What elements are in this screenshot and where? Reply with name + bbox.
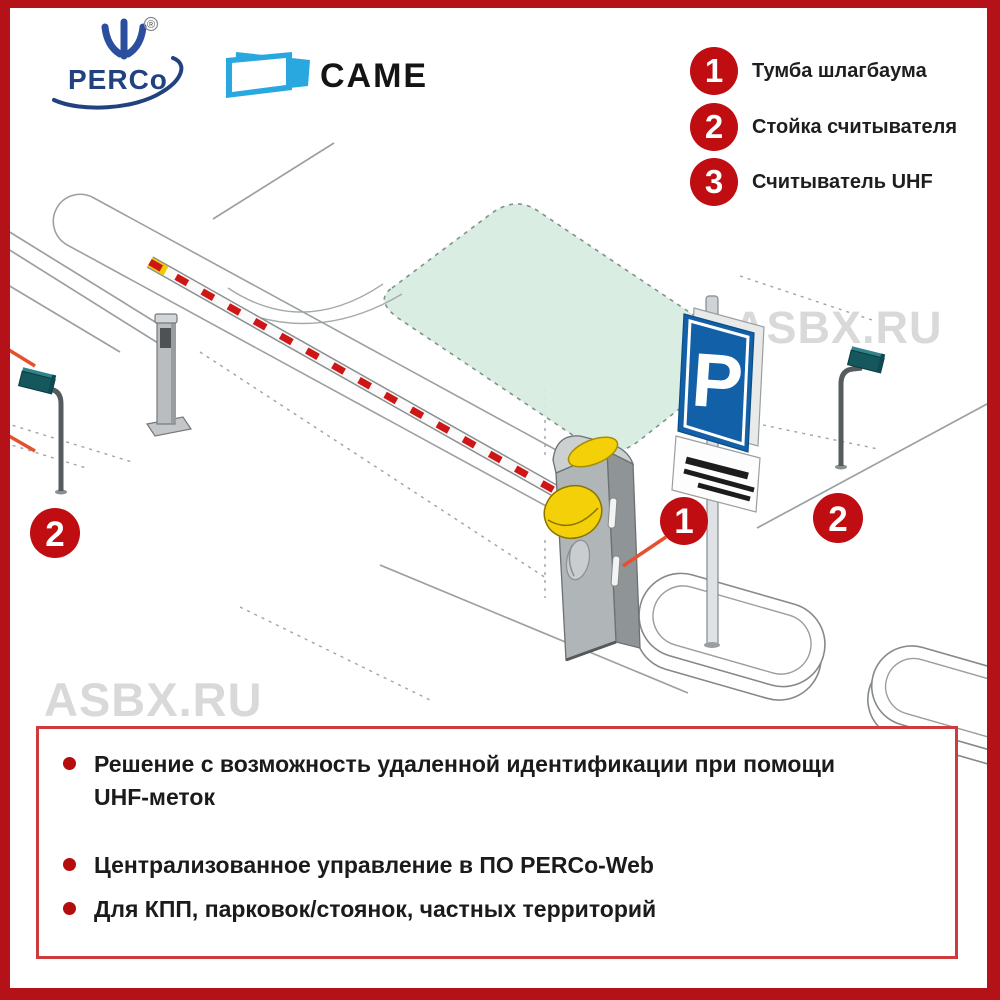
guide-lines [4, 275, 879, 701]
traffic-island [634, 572, 826, 701]
legend-item-1: 1 Тумба шлагбаума [690, 47, 927, 95]
legend-badge-2: 2 [690, 103, 738, 151]
parking-sign-face [677, 313, 755, 453]
uhf-reader-right-icon [846, 346, 886, 374]
watermark-bottom: ASBX.RU [44, 673, 263, 726]
legend-label-2: Стойка считывателя [752, 115, 958, 138]
cabinet-lamp [567, 436, 619, 468]
feature-text-3: Для КПП, парковок/стоянок, частных терри… [94, 896, 657, 922]
perco-symbol-icon [101, 18, 147, 60]
perco-wordmark: PERCo [68, 64, 168, 95]
marker-2-right: 2 [813, 493, 863, 543]
legend-item-3: 3 Считыватель UHF [690, 158, 933, 206]
bullet-icon [63, 858, 76, 871]
parking-sign-letter: P [689, 337, 746, 425]
legend-badge-1: 1 [690, 47, 738, 95]
boom-red-stripes [148, 258, 577, 506]
uhf-reader-left-icon [17, 367, 57, 395]
legend-number-1: 1 [704, 52, 724, 89]
legend-number-3: 3 [704, 163, 724, 200]
legend-label-1: Тумба шлагбаума [752, 59, 927, 82]
callout-leaders [8, 348, 667, 568]
legend-number-2: 2 [704, 108, 724, 145]
svg-text:2: 2 [45, 515, 64, 554]
svg-text:2: 2 [828, 500, 847, 539]
bullet-icon [63, 902, 76, 915]
bullet-icon [63, 757, 76, 770]
legend-badge-3: 3 [690, 158, 738, 206]
features-box: Решение с возможность удаленной идентифи… [36, 726, 958, 959]
feature-text-1: Решение с возможность удаленной идентифи… [94, 751, 836, 810]
came-wordmark: CAME [320, 57, 428, 95]
marker-1-cabinet: 1 [660, 497, 708, 545]
feature-item-3: Для КПП, парковок/стоянок, частных терри… [63, 893, 874, 926]
perco-swoosh [52, 56, 184, 110]
legend-item-2: 2 Стойка считывателя [690, 103, 957, 151]
feature-item-2: Централизованное управление в ПО PERCo-W… [63, 849, 874, 882]
came-logo: CAME [218, 42, 428, 104]
svg-text:1: 1 [674, 502, 693, 541]
came-flag-icon [226, 52, 310, 98]
reader-stand-right [835, 346, 886, 470]
perco-logo: ® PERCo [46, 12, 202, 118]
sign-info-plate [671, 435, 761, 513]
legend-label-3: Считыватель UHF [752, 170, 933, 193]
road-lines [7, 142, 1000, 709]
perco-reg-mark: ® [147, 19, 155, 31]
barrier-boom [146, 256, 579, 508]
marker-2-left: 2 [30, 508, 80, 558]
feature-item-1: Решение с возможность удаленной идентифи… [63, 748, 874, 814]
uhf-zone [383, 203, 732, 453]
feature-text-2: Централизованное управление в ПО PERCo-W… [94, 852, 654, 878]
barrier-cabinet [543, 435, 641, 662]
watermark-top: ASBX.RU [733, 302, 943, 353]
traffic-island-partial [867, 645, 1000, 774]
reader-stand-left [17, 367, 67, 495]
boom-support-post [146, 313, 192, 437]
parking-sign-assembly: P [671, 295, 765, 648]
